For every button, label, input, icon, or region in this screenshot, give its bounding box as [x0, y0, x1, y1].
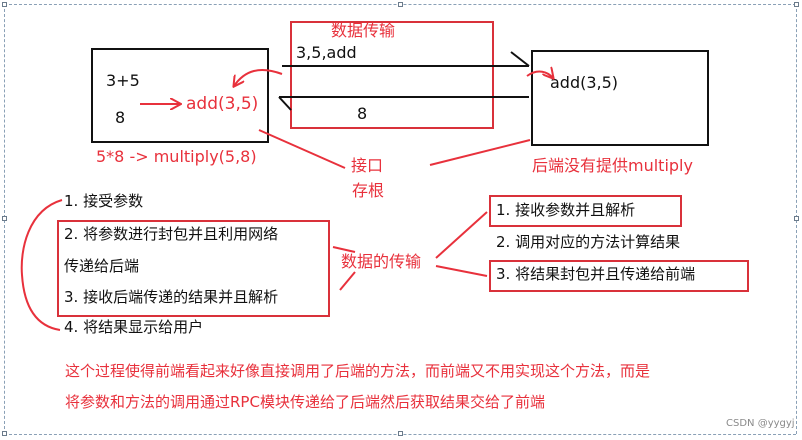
resize-handle-top-center[interactable]: [398, 2, 403, 7]
stub-line-right: [429, 139, 531, 166]
resize-handle-middle-left[interactable]: [2, 216, 7, 221]
frontend-expression: 3+5: [106, 71, 140, 90]
left-step-2-continued: 传递给后端: [64, 257, 140, 275]
center-line-upper-left: [332, 246, 356, 253]
right-step-1: 1. 接收参数并且解析: [496, 201, 636, 219]
stub-label-interface: 接口: [351, 156, 384, 175]
data-transfer-label: 数据传输: [331, 21, 396, 40]
center-line-lower-right: [435, 265, 488, 277]
right-step-2: 2. 调用对应的方法计算结果: [496, 233, 681, 251]
resize-handle-middle-right[interactable]: [794, 216, 799, 221]
right-step-3-box: [489, 260, 749, 292]
data-transmission-label: 数据的传输: [341, 252, 422, 271]
right-step-1-box: [489, 195, 682, 227]
center-line-lower-left: [339, 271, 356, 291]
frontend-result: 8: [115, 108, 126, 127]
stub-line-left: [258, 129, 346, 169]
summary-line-1: 这个过程使得前端看起来好像直接调用了后端的方法，而前端又不用实现这个方法，而是: [65, 362, 651, 380]
resize-handle-bottom-center[interactable]: [398, 431, 403, 436]
frontend-box: [91, 48, 269, 143]
backend-box: [531, 50, 709, 146]
data-transfer-box: [290, 21, 494, 129]
return-arrow-head: [278, 96, 292, 111]
summary-line-2: 将参数和方法的调用通过RPC模块传递给了后端然后获取结果交给了前端: [65, 393, 545, 411]
resize-handle-top-left[interactable]: [2, 2, 7, 7]
multiply-note: 5*8 -> multiply(5,8): [96, 147, 257, 166]
backend-note: 后端没有提供multiply: [532, 156, 693, 175]
right-step-3: 3. 将结果封包并且传递给前端: [496, 265, 696, 283]
stub-curve-to-backend: [526, 72, 553, 78]
send-params-label: 3,5,add: [296, 43, 357, 62]
backend-call: add(3,5): [550, 73, 619, 92]
resize-handle-top-right[interactable]: [794, 2, 799, 7]
frontend-call: add(3,5): [186, 94, 259, 114]
left-step-2: 2. 将参数进行封包并且利用网络: [64, 225, 279, 243]
stub-label-stub: 存根: [352, 181, 385, 200]
stub-curve-to-frontend: [234, 69, 283, 86]
left-step-1: 1. 接受参数: [64, 192, 144, 210]
left-steps-highlight-box: [57, 220, 330, 317]
center-line-upper-right: [435, 211, 488, 259]
left-steps-bracket: [20, 199, 63, 331]
left-step-4: 4. 将结果显示给用户: [64, 318, 204, 336]
resize-handle-bottom-left[interactable]: [2, 431, 7, 436]
send-arrow-head: [510, 51, 530, 67]
return-value-label: 8: [357, 104, 368, 123]
left-step-3: 3. 接收后端传递的结果并且解析: [64, 288, 279, 306]
watermark: CSDN @yygyj: [726, 418, 795, 429]
